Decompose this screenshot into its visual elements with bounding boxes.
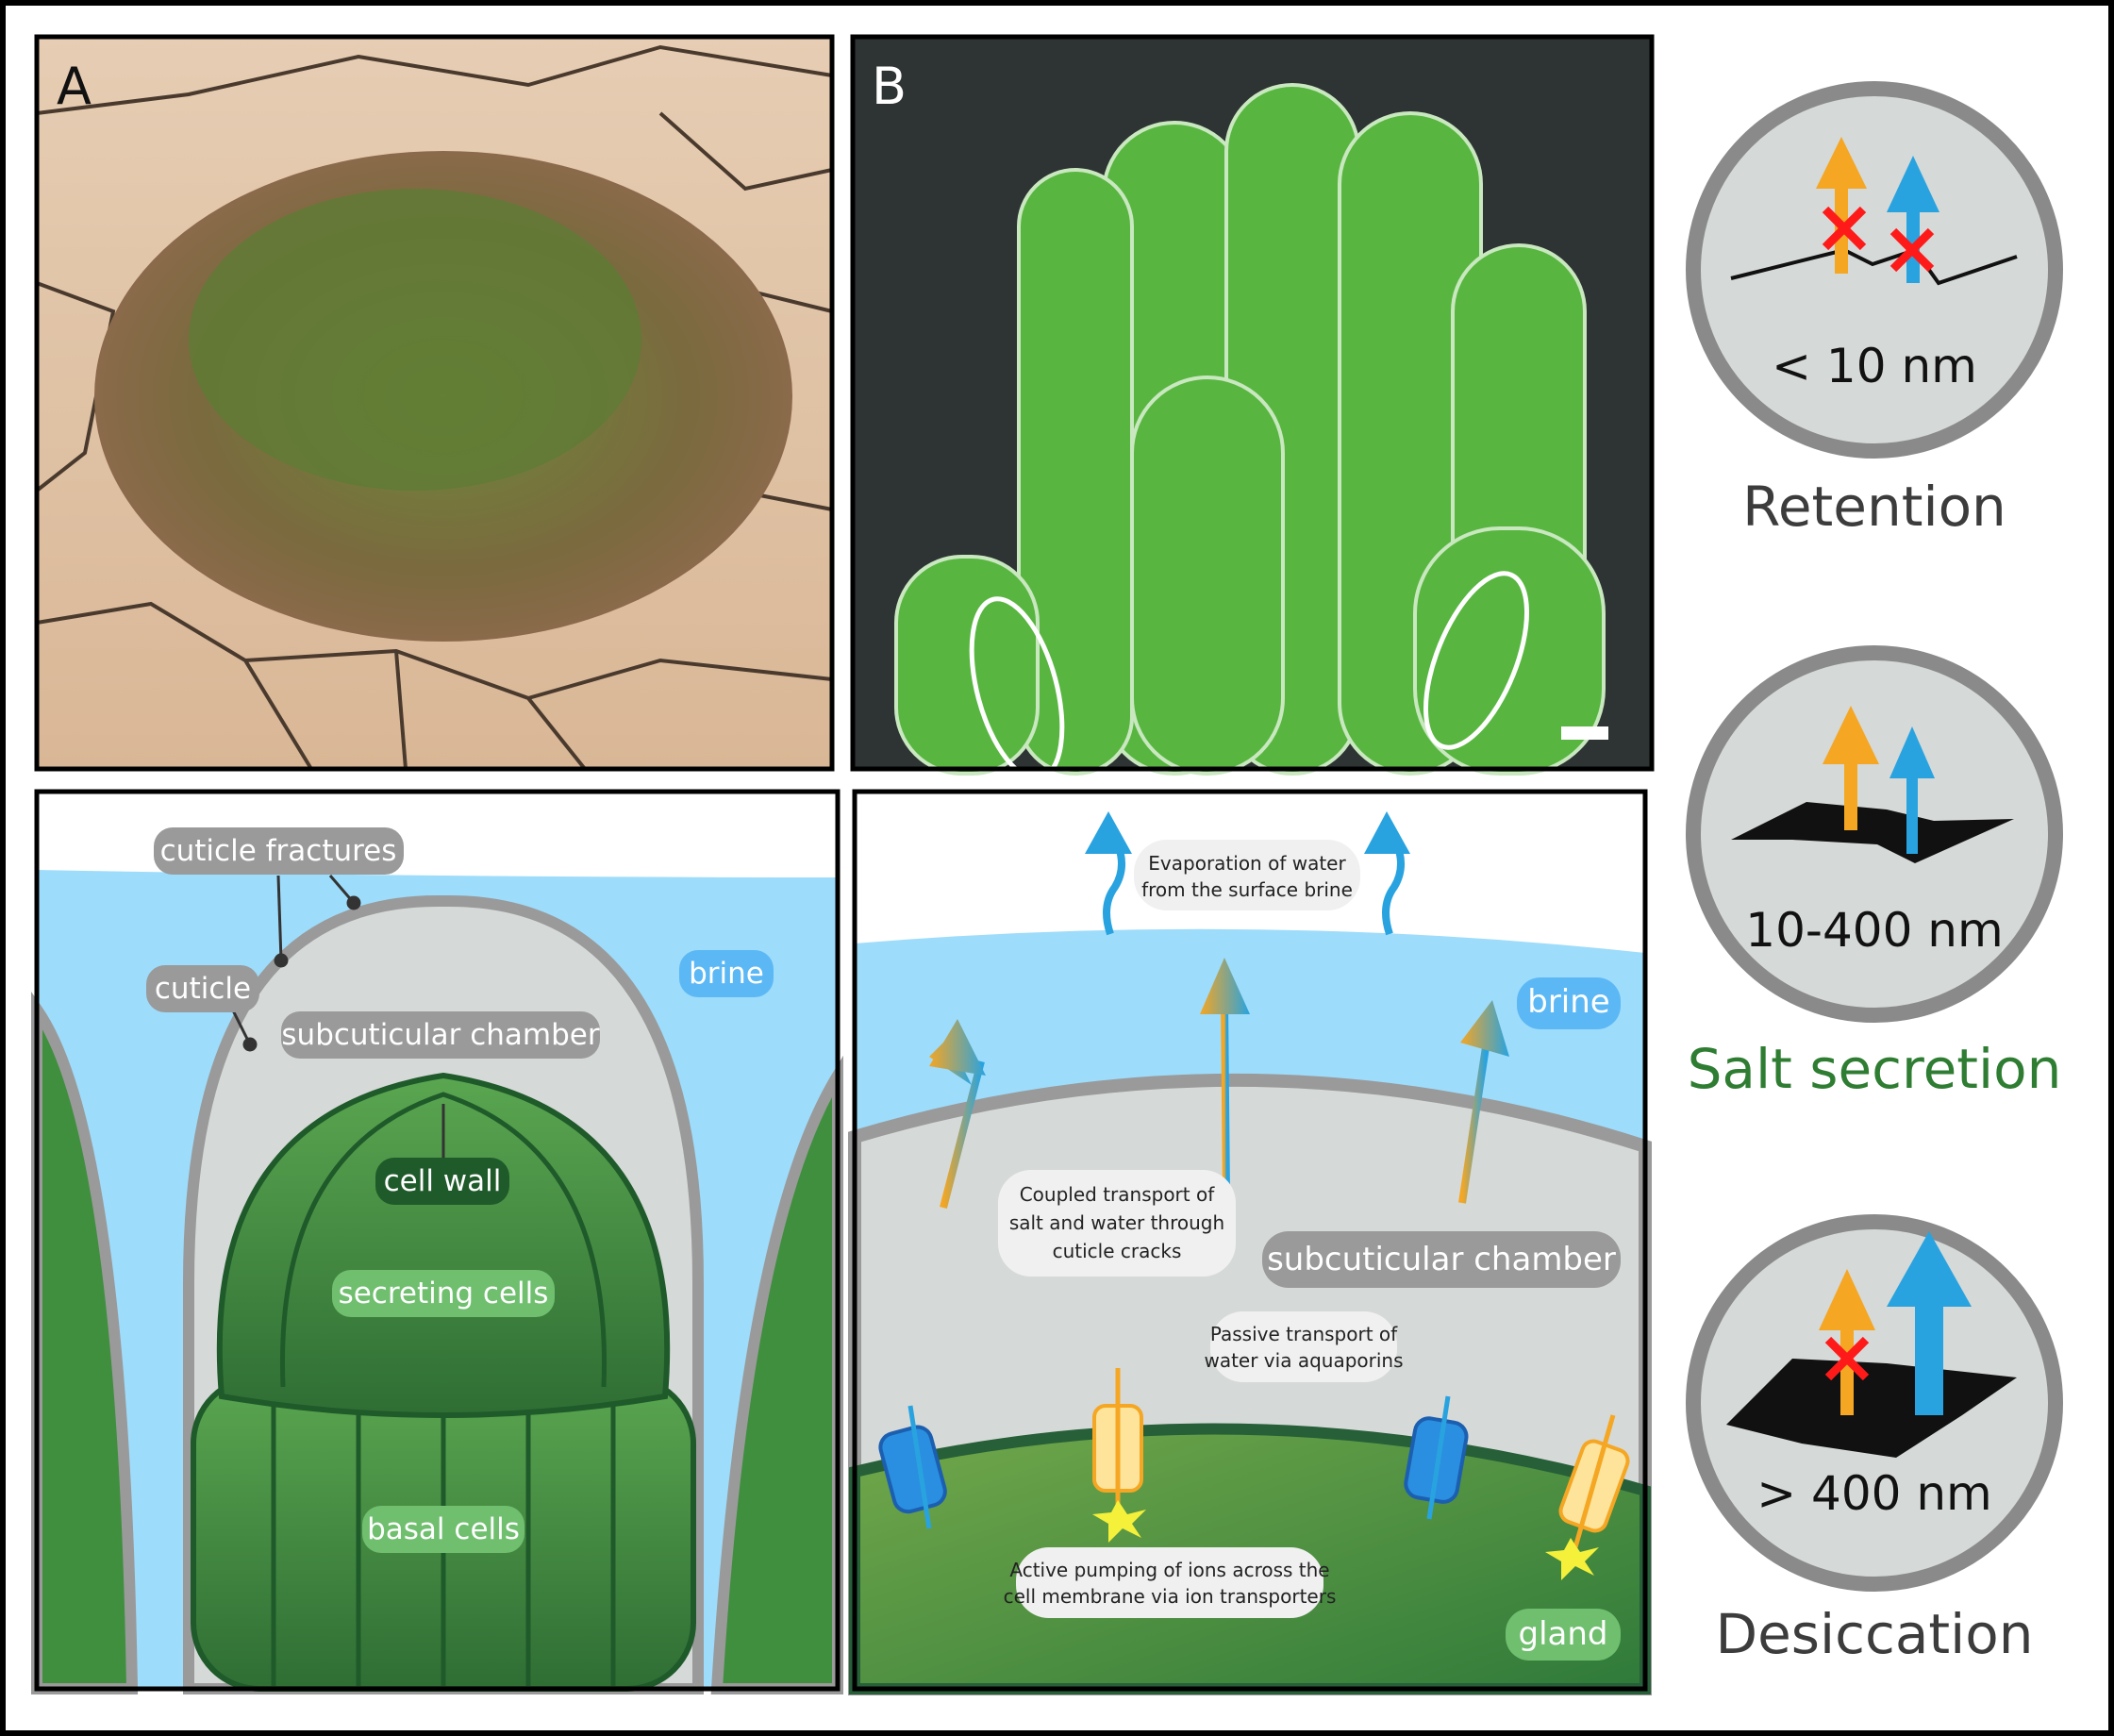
- svg-text:subcuticular chamber: subcuticular chamber: [1267, 1241, 1616, 1278]
- panel-c-diagram: cuticle fractures cuticle brine subcutic…: [31, 789, 843, 1694]
- scale-bar: [1561, 726, 1608, 740]
- svg-text:Passive transport of: Passive transport of: [1210, 1323, 1398, 1345]
- callout-active-pumping: Active pumping of ions across the cell m…: [1004, 1547, 1337, 1618]
- svg-text:cuticle cracks: cuticle cracks: [1053, 1240, 1182, 1262]
- svg-text:subcuticular chamber: subcuticular chamber: [281, 1018, 599, 1052]
- svg-text:secreting cells: secreting cells: [339, 1277, 549, 1310]
- label-subcuticular-chamber: subcuticular chamber: [1262, 1231, 1621, 1288]
- svg-text:Retention: Retention: [1742, 475, 2006, 539]
- leaf-lobes: [894, 83, 1606, 776]
- highlight-ellipse-left: [969, 596, 1065, 781]
- svg-text:Salt secretion: Salt secretion: [1688, 1037, 2062, 1101]
- panel-d-diagram: Evaporation of water from the surface br…: [848, 789, 1652, 1695]
- blocked-x-icon: [1822, 206, 1935, 273]
- highlight-ellipse-right: [1423, 571, 1530, 750]
- small-crack: [1730, 247, 2018, 286]
- svg-text:Coupled transport of: Coupled transport of: [1020, 1183, 1215, 1206]
- svg-text:gland: gland: [1519, 1615, 1608, 1653]
- svg-text:cuticle fractures: cuticle fractures: [160, 834, 397, 868]
- callout-passive-transport: Passive transport of water via aquaporin…: [1204, 1311, 1404, 1382]
- svg-text:water via aquaporins: water via aquaporins: [1204, 1349, 1403, 1372]
- label-gland: gland: [1506, 1609, 1621, 1661]
- ion-transporters: [1092, 1368, 1630, 1580]
- coupled-transport-arrows: [929, 958, 1509, 1209]
- svg-text:cell wall: cell wall: [384, 1164, 502, 1198]
- svg-text:Evaporation of water: Evaporation of water: [1148, 852, 1346, 875]
- callout-coupled-transport: Coupled transport of salt and water thro…: [998, 1170, 1236, 1277]
- label-cuticle: cuticle: [146, 965, 259, 1012]
- svg-text:cuticle: cuticle: [155, 972, 251, 1006]
- svg-text:basal cells: basal cells: [367, 1512, 520, 1546]
- label-brine: brine: [679, 950, 774, 997]
- panel-letter-b: B: [872, 57, 907, 116]
- label-brine: brine: [1517, 977, 1621, 1029]
- svg-text:salt and water through: salt and water through: [1009, 1211, 1224, 1234]
- crack-state-desiccation: > 400 nm Desiccation: [1686, 1214, 2063, 1666]
- panel-letter-a: A: [57, 57, 92, 116]
- crack-state-retention: < 10 nm Retention: [1686, 81, 2063, 539]
- aquaporin-channels: [878, 1395, 1469, 1529]
- panel-a-photo: A: [34, 34, 835, 772]
- label-basal-cells: basal cells: [362, 1506, 524, 1553]
- blocked-x-icon: [1824, 1336, 1870, 1381]
- large-crack: [1726, 1359, 2017, 1458]
- svg-text:brine: brine: [689, 957, 764, 991]
- svg-text:< 10 nm: < 10 nm: [1772, 339, 1977, 393]
- svg-text:Active pumping of ions across: Active pumping of ions across the: [1009, 1559, 1329, 1581]
- svg-text:cell membrane via ion transpor: cell membrane via ion transporters: [1004, 1585, 1337, 1608]
- evaporation-arrows: [1085, 811, 1410, 936]
- svg-text:from the surface brine: from the surface brine: [1141, 878, 1353, 901]
- medium-crack: [1731, 802, 2014, 863]
- label-subcuticular-chamber: subcuticular chamber: [281, 1011, 600, 1059]
- svg-text:> 400 nm: > 400 nm: [1756, 1466, 1992, 1521]
- label-cuticle-fractures: cuticle fractures: [154, 827, 404, 875]
- secreting-cells: [216, 1072, 671, 1418]
- svg-text:10-400 nm: 10-400 nm: [1745, 903, 2003, 958]
- label-cell-wall: cell wall: [375, 1158, 509, 1205]
- label-secreting-cells: secreting cells: [332, 1270, 555, 1317]
- panel-b-photo: B: [850, 34, 1655, 781]
- svg-text:Desiccation: Desiccation: [1715, 1602, 2033, 1666]
- callout-evaporation: Evaporation of water from the surface br…: [1134, 840, 1360, 910]
- svg-text:brine: brine: [1527, 983, 1609, 1021]
- crack-state-salt-secretion: 10-400 nm Salt secretion: [1686, 645, 2063, 1101]
